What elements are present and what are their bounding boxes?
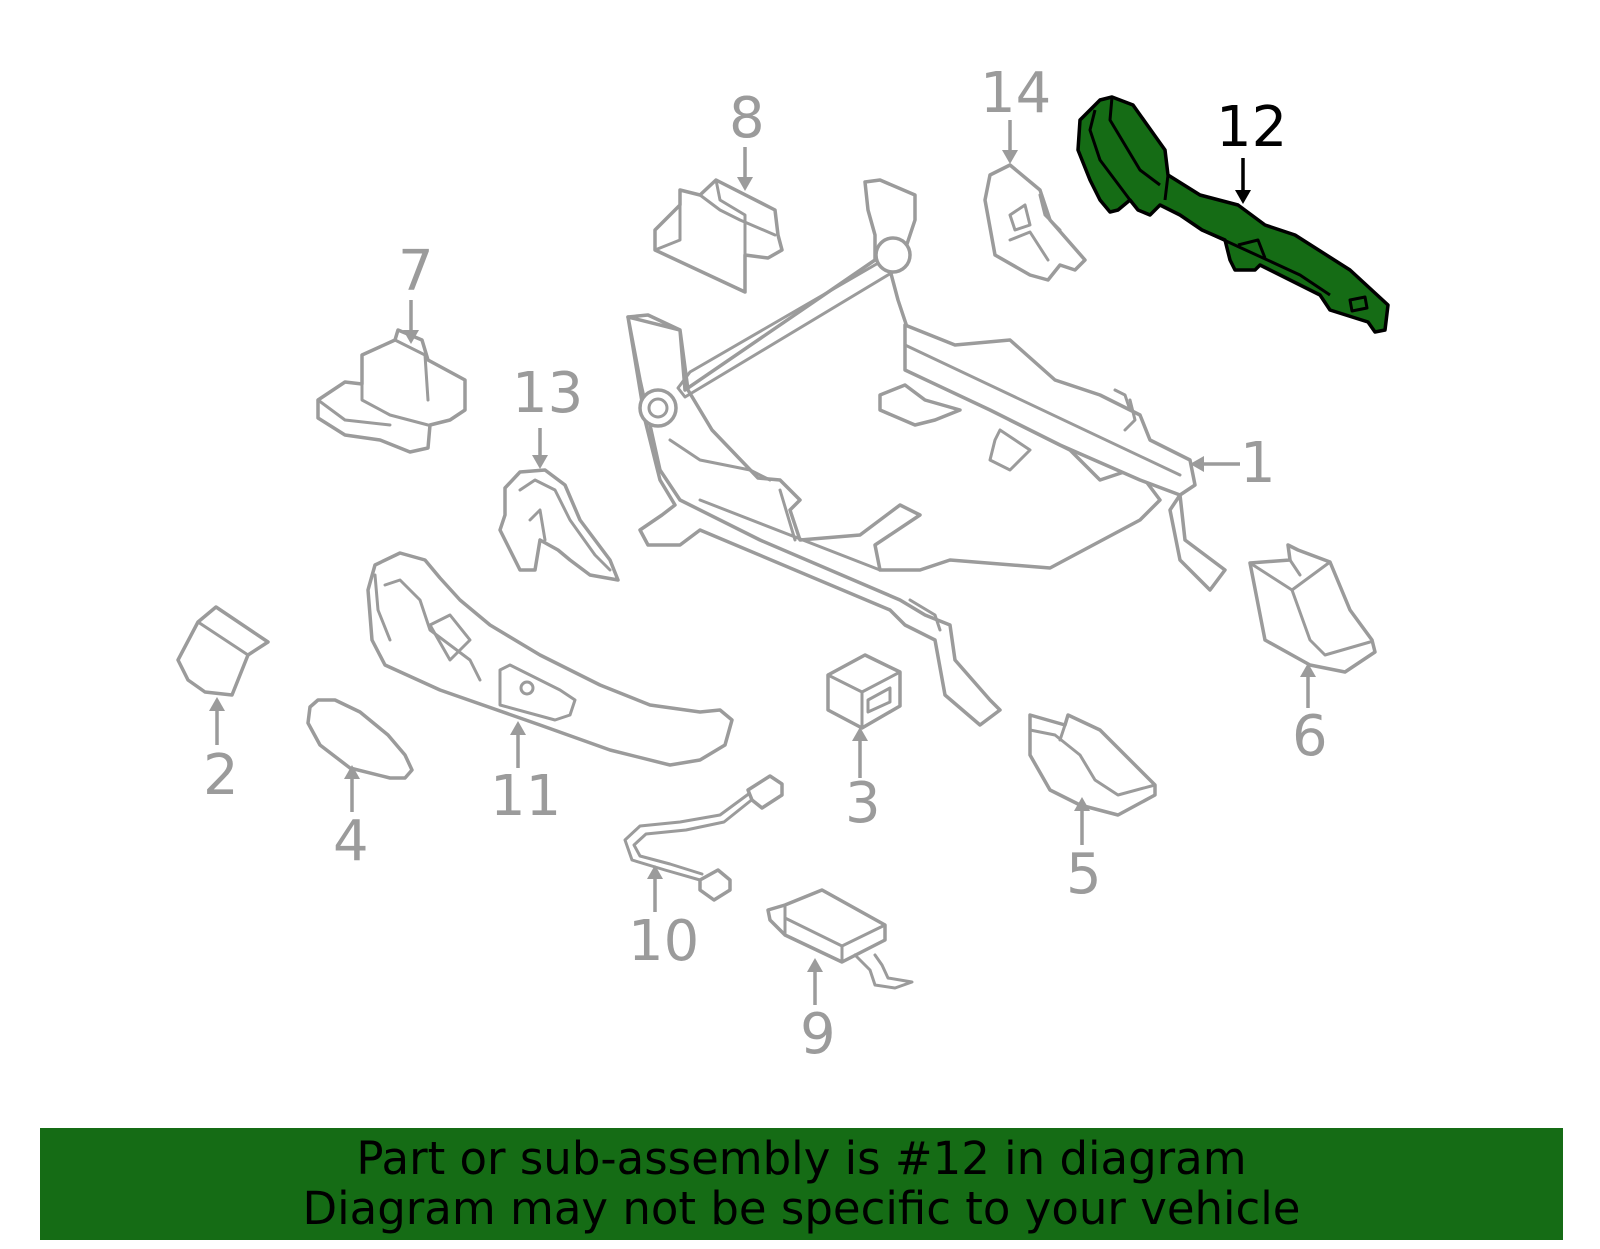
callout-8: 8 <box>729 86 765 191</box>
part-8 <box>653 178 784 294</box>
part-6 <box>1248 543 1377 674</box>
svg-text:3: 3 <box>845 771 881 836</box>
callout-9: 9 <box>800 958 836 1067</box>
svg-text:2: 2 <box>203 743 239 808</box>
svg-text:5: 5 <box>1066 842 1102 907</box>
svg-text:1: 1 <box>1240 431 1276 496</box>
callout-6: 6 <box>1292 663 1328 769</box>
svg-text:12: 12 <box>1216 95 1287 160</box>
part-4 <box>306 698 414 780</box>
callout-5: 5 <box>1066 797 1102 907</box>
part-9-module <box>766 888 914 990</box>
callout-11: 11 <box>490 721 561 829</box>
part-11 <box>366 551 734 767</box>
svg-text:10: 10 <box>628 909 699 974</box>
callout-4: 4 <box>333 765 369 874</box>
part-12-highlighted <box>1076 95 1390 334</box>
svg-text:13: 13 <box>512 361 583 426</box>
callout-3: 3 <box>845 727 881 836</box>
callout-1: 1 <box>1190 431 1276 496</box>
svg-text:9: 9 <box>800 1002 836 1067</box>
part-10-wire-harness <box>623 774 784 902</box>
callout-2: 2 <box>203 697 239 808</box>
part-1-seat-frame <box>626 178 1227 727</box>
part-5 <box>1028 713 1157 817</box>
part-3 <box>826 653 902 730</box>
svg-text:7: 7 <box>398 239 434 304</box>
part-2 <box>176 605 270 697</box>
callout-7: 7 <box>398 239 434 344</box>
svg-text:4: 4 <box>333 809 369 874</box>
callout-10: 10 <box>628 865 699 974</box>
callout-14: 14 <box>980 61 1051 164</box>
svg-text:14: 14 <box>980 61 1051 126</box>
callout-12: 12 <box>1216 95 1287 204</box>
part-14 <box>983 163 1087 282</box>
callout-13: 13 <box>512 361 583 469</box>
part-7 <box>316 328 467 454</box>
banner-line-1: Part or sub-assembly is #12 in diagram <box>356 1132 1247 1185</box>
svg-text:8: 8 <box>729 86 765 151</box>
banner-line-2: Diagram may not be specific to your vehi… <box>302 1182 1301 1235</box>
svg-text:6: 6 <box>1292 704 1328 769</box>
part-13 <box>498 468 620 582</box>
info-banner: Part or sub-assembly is #12 in diagram D… <box>40 1128 1563 1240</box>
svg-text:11: 11 <box>490 764 561 829</box>
